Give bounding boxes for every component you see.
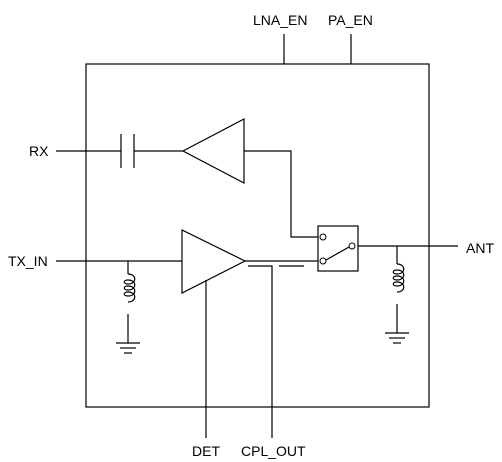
module-outline (85, 63, 430, 408)
tx-ground-icon (116, 342, 140, 354)
cpl-out-label: CPL_OUT (241, 443, 306, 459)
tr-switch (317, 225, 359, 272)
det-label: DET (192, 443, 220, 459)
tx-shunt-inductor (123, 261, 136, 343)
dc-block-capacitor (120, 134, 135, 168)
pa-amplifier (181, 229, 247, 294)
rx-label: RX (29, 143, 49, 159)
lna-en-label: LNA_EN (253, 12, 307, 28)
tx-in-label: TX_IN (8, 253, 48, 269)
coupler-line (248, 265, 273, 438)
ant-ground-icon (385, 332, 409, 344)
lna-amplifier (181, 118, 245, 184)
ant-shunt-inductor (392, 246, 405, 333)
ant-label: ANT (466, 240, 494, 256)
pa-en-label: PA_EN (328, 12, 373, 28)
